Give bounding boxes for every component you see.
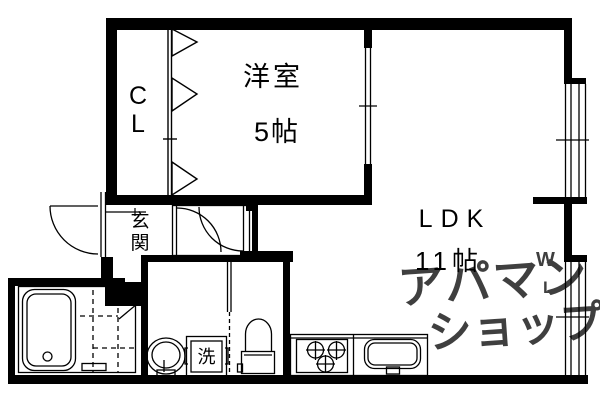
bathtub (21, 288, 77, 372)
wall-interior-window-lower (364, 164, 372, 205)
watermark-w-mark: W (536, 249, 555, 271)
label-closet-line1: C (129, 82, 147, 110)
folding-door-triangle (171, 160, 199, 197)
tile-floor (80, 290, 135, 372)
watermark-l-mark: L (543, 278, 553, 297)
wall-washroom-left (141, 255, 148, 377)
wall-right-cap3 (564, 255, 587, 262)
toilet (236, 318, 276, 375)
folding-door-triangle (171, 27, 199, 58)
wall-right-stub (533, 197, 564, 204)
wall-bottom (8, 375, 588, 384)
wall-pocket-bottom (240, 251, 293, 262)
wall-entrance-block (101, 257, 113, 284)
label-ldk: LDK (419, 205, 492, 233)
wall-closet-left (106, 18, 117, 205)
kitchen-sink (363, 338, 422, 375)
washing-machine-pan (184, 335, 229, 378)
hall-double-swing-doors (171, 204, 251, 257)
label-ldk-size: 11帖 (415, 246, 483, 276)
wall-mid-horizontal (106, 195, 372, 205)
walls (8, 18, 588, 384)
label-western-room-size: 5帖 (254, 117, 300, 147)
label-closet-line2: L (131, 110, 145, 138)
bath-shelf (81, 362, 107, 372)
bathroom-door (118, 303, 138, 320)
interior-window (359, 48, 377, 164)
label-laundry: 洗 (198, 347, 216, 367)
wall-right-cap1 (564, 78, 586, 84)
wall-pillar (105, 282, 143, 306)
window-right-lower (556, 262, 589, 375)
label-entrance-char1: 玄 (130, 210, 149, 232)
washroom (146, 262, 276, 378)
wall-right-top (564, 18, 572, 84)
entrance-step-line (106, 208, 146, 216)
kitchen-counter (289, 333, 429, 377)
entrance-door (49, 192, 107, 257)
bathroom-inner-outline (17, 285, 137, 374)
wall-ldk-left (283, 262, 290, 377)
toilet-divider (226, 262, 232, 372)
kitchen-stove (295, 338, 349, 374)
bathroom (17, 285, 138, 374)
wall-bath-top (8, 278, 125, 286)
washbasin (146, 337, 186, 378)
wall-right-mid (564, 197, 572, 262)
wall-pocket-cap (246, 205, 258, 211)
wall-pocket-strip (252, 205, 258, 252)
label-western-room: 洋室 (243, 62, 303, 92)
wall-right-cap2 (564, 197, 587, 204)
label-entrance-char2: 関 (130, 233, 149, 254)
window-right-upper (556, 84, 589, 197)
wall-interior-window-upper (364, 18, 372, 48)
wall-washroom-top (141, 255, 293, 262)
watermark-logo: アパマン W L ショップ (396, 249, 600, 359)
wall-bath-left (8, 278, 15, 378)
wall-top (106, 18, 572, 30)
closet-folding-door (163, 27, 199, 197)
folding-door-triangle (171, 76, 199, 113)
